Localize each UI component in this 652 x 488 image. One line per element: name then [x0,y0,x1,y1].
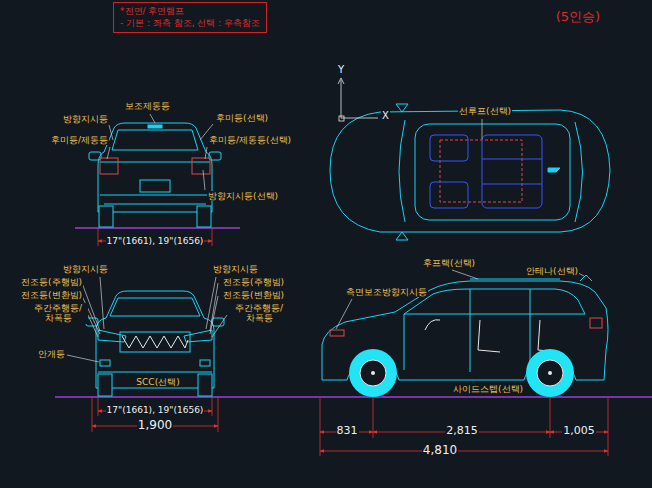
part-label: SCC(선택) [135,377,180,387]
front-view [86,291,224,396]
part-label: 방향지시등 [62,114,109,124]
part-label: 사이드스텝(선택) [452,384,524,394]
part-label: 후미등(선택) [215,113,269,123]
dimension-value: 4,810 [422,444,458,458]
part-label: 전조등(변환빔) [222,290,285,300]
part-label: 주간주행등/ 차폭등 [28,303,88,324]
dimension-line [320,398,608,456]
part-label: 전조등(변환빔) [20,290,83,300]
dimension-line [98,228,212,246]
part-label: 보조제동등 [124,101,171,111]
part-label: 안개등 [37,349,66,359]
dimension-value: 17"(1661), 19"(1656) [106,236,205,246]
part-label: 측면보조방향지시등 [345,287,428,297]
dimension-value: 1,005 [562,425,596,438]
part-label: 후프랙(선택) [422,258,476,268]
part-label: 전조등(주행빔) [20,277,83,287]
ground-line [55,228,652,397]
part-label: 후미등/제동등(선택) [208,135,292,145]
leader-line [67,114,584,362]
axis-symbol [338,78,378,121]
part-label: 방향지시등 [212,264,259,274]
part-label: 방향지시등 [62,264,109,274]
part-label: 주간주행등/ 차폭등 [229,303,289,324]
dimension-line [92,397,218,432]
axis-label: X [381,110,390,122]
top-view [330,104,610,240]
dimension-value: 17"(1661), 19"(1656) [106,405,205,415]
note-box: *전면/ 후면램프- 기본 : 좌측 참조, 선택 : 우측참조 [113,2,267,33]
axis-label: Y [337,64,345,76]
dimension-value: 2,815 [445,425,479,438]
part-label: 전조등(주행빔) [222,277,285,287]
part-label: 안테나(선택) [525,266,579,276]
seat-count: (5인승) [555,10,601,25]
note-text: - 기본 : 좌측 참조, 선택 : 우측참조 [120,17,260,29]
part-label: 후미등/제동등 [50,135,109,145]
dimension-value: 1,900 [137,419,173,433]
part-label: 선루프(선택) [458,106,512,116]
wheel [349,349,574,397]
part-label: 방향지시등(선택) [207,191,279,201]
note-text: *전면/ 후면램프 [120,5,260,17]
dimension-value: 831 [336,425,359,438]
